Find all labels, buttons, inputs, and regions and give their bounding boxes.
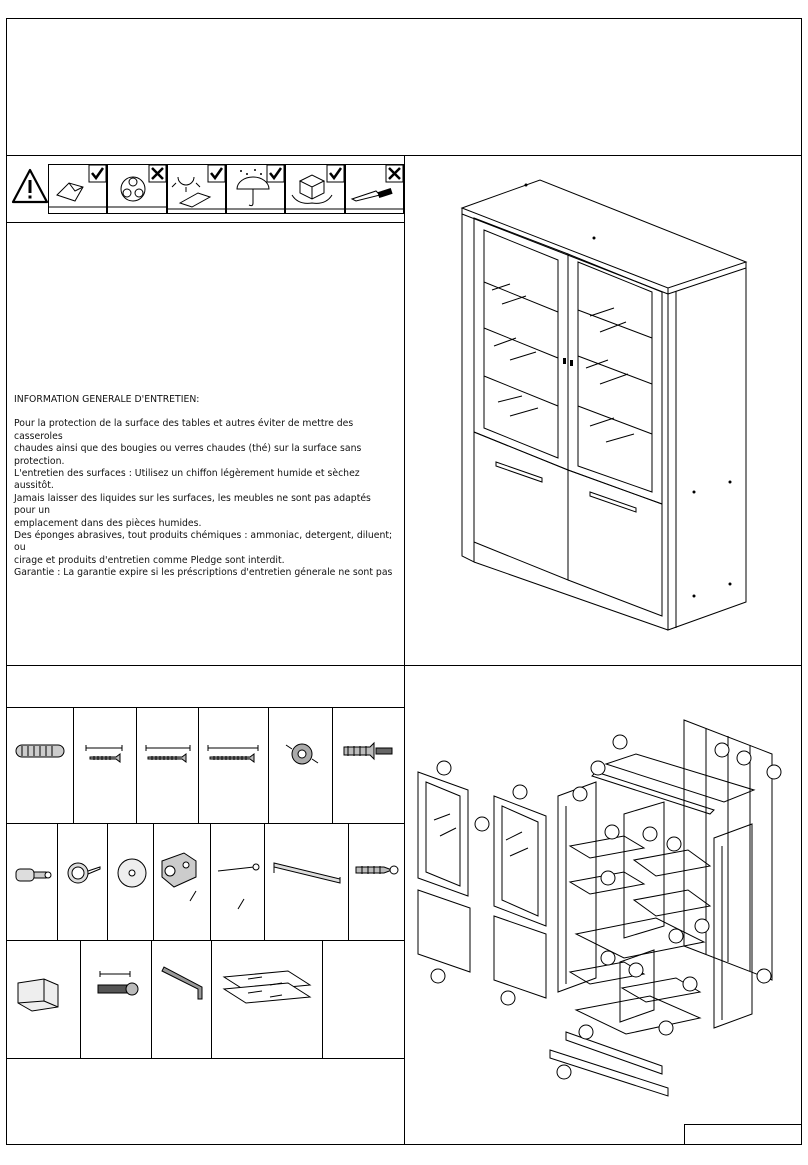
divider-hardware-top xyxy=(6,707,404,708)
hardware-col-divider xyxy=(151,940,152,1058)
exploded-view-illustration xyxy=(410,710,802,1110)
assembled-cabinet-illustration xyxy=(430,170,770,650)
warning-icon xyxy=(10,164,50,214)
nail-icon xyxy=(214,857,262,917)
shelf-support-icon xyxy=(112,853,152,893)
hardware-col-divider xyxy=(107,823,108,940)
hardware-col-divider xyxy=(198,707,199,823)
page-number-box xyxy=(684,1124,802,1145)
wood-screw-icon xyxy=(352,859,400,881)
knob-icon xyxy=(64,857,104,889)
hardware-col-divider xyxy=(153,823,154,940)
maintenance-info: INFORMATION GENERALE D'ENTRETIEN: Pour l… xyxy=(14,394,394,580)
glass-door-stop-icon xyxy=(14,973,64,1013)
hinge-icon xyxy=(156,847,208,915)
longer-screw-icon xyxy=(204,741,264,769)
hardware-row-divider-2 xyxy=(6,940,404,941)
divider-middle xyxy=(6,665,802,666)
dry-cloth-icon xyxy=(48,164,107,214)
chemical-cleaner-icon xyxy=(107,164,167,214)
care-icons-row xyxy=(6,158,404,214)
long-screw-icon xyxy=(142,741,194,769)
hardware-parts-grid xyxy=(6,707,404,1059)
glass-shelf-icon xyxy=(218,965,316,1015)
cam-lock-icon xyxy=(282,739,322,769)
hardware-col-divider xyxy=(211,940,212,1058)
hardware-col-divider xyxy=(322,940,323,1058)
umbrella-humidity-icon xyxy=(226,164,285,214)
hardware-col-divider xyxy=(73,707,74,823)
sharp-tool-icon xyxy=(345,164,404,214)
cam-bolt-icon xyxy=(12,863,52,887)
maintenance-heading: INFORMATION GENERALE D'ENTRETIEN: xyxy=(14,394,200,405)
hardware-col-divider xyxy=(332,707,333,823)
hardware-col-divider xyxy=(80,940,81,1058)
hardware-col-divider xyxy=(264,823,265,940)
handle-icon xyxy=(270,857,346,887)
divider-hardware-bottom xyxy=(6,1058,404,1059)
hardware-col-divider xyxy=(348,823,349,940)
hardware-col-divider xyxy=(268,707,269,823)
hardware-row-divider-1 xyxy=(6,823,404,824)
hardware-col-divider xyxy=(57,823,58,940)
careful-handling-icon xyxy=(285,164,345,214)
hardware-col-divider xyxy=(136,707,137,823)
hardware-col-divider xyxy=(210,823,211,940)
divider-center xyxy=(404,155,405,1145)
wall-plug-icon xyxy=(340,739,396,763)
allen-key-icon xyxy=(158,963,208,1003)
short-screw-icon xyxy=(82,741,130,769)
wooden-dowel-icon xyxy=(12,739,68,763)
euro-screw-icon xyxy=(92,967,144,1007)
sunlight-icon xyxy=(167,164,226,214)
maintenance-paragraph: Pour la protection de la surface des tab… xyxy=(14,418,393,579)
divider-care-row xyxy=(6,222,404,223)
